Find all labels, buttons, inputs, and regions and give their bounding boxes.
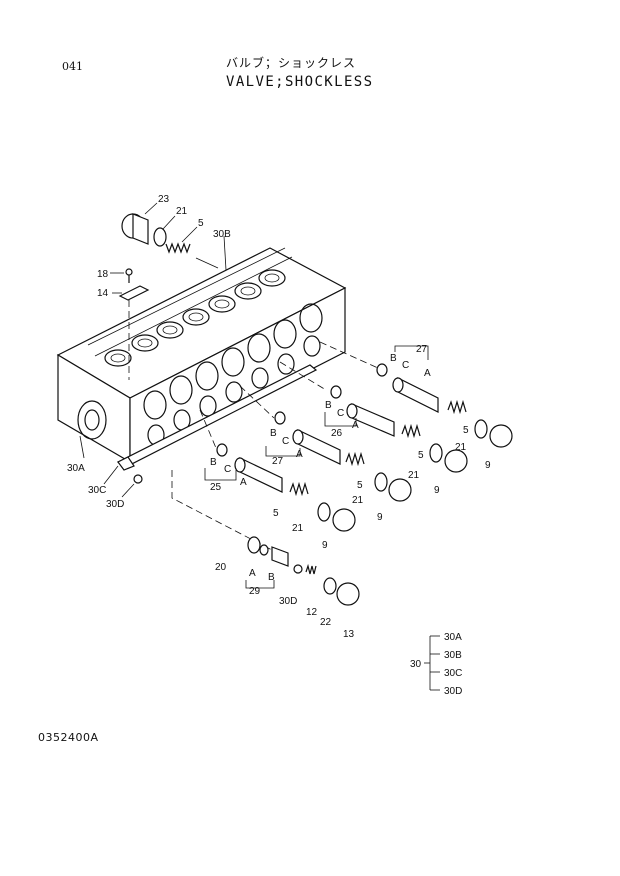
callout-25-c: C [224, 464, 231, 475]
callout-30d: 30D [106, 499, 124, 510]
legend-child-30d: 30D [444, 686, 462, 697]
callout-18: 18 [97, 269, 109, 280]
legend-child-30a: 30A [444, 632, 462, 643]
legend-parent: 30 [410, 659, 422, 670]
callout-27-top: 27 [416, 344, 428, 355]
legend-child-30c: 30C [444, 668, 462, 679]
callout-30a: 30A [67, 463, 85, 474]
callout-21-row4: 21 [292, 523, 304, 534]
callout-21-row3: 21 [352, 495, 364, 506]
top-plug-assembly [121, 213, 191, 254]
callout-5-row2: 5 [418, 450, 424, 461]
callout-27-lower-a: A [296, 449, 303, 460]
callout-14: 14 [97, 288, 109, 299]
callout-27-top-c: C [402, 360, 409, 371]
callout-9-row4: 9 [322, 540, 328, 551]
callout-25-a: A [240, 477, 247, 488]
drawing-number: 0352400A [38, 731, 99, 744]
spool-assemblies [199, 341, 513, 532]
leader-lines [79, 202, 429, 589]
callout-20: 20 [215, 562, 227, 573]
callout-21-row2: 21 [408, 470, 420, 481]
title-english: VALVE;SHOCKLESS [226, 74, 374, 90]
callout-9-row3: 9 [377, 512, 383, 523]
callout-23: 23 [158, 194, 170, 205]
callout-13: 13 [343, 629, 355, 640]
legend-child-30b: 30B [444, 650, 462, 661]
callout-26: 26 [331, 428, 343, 439]
callout-29-a: A [249, 568, 256, 579]
callout-27-lower-c: C [282, 436, 289, 447]
callout-9-row2: 9 [434, 485, 440, 496]
callout-30d-lower: 30D [279, 596, 297, 607]
callout-5: 5 [198, 218, 204, 229]
callout-29: 29 [249, 586, 261, 597]
callout-25: 25 [210, 482, 222, 493]
callout-27-top-b: B [390, 353, 397, 364]
callout-5-row1: 5 [463, 425, 469, 436]
valve-housing [56, 247, 347, 469]
callout-26-c: C [337, 408, 344, 419]
callout-5-row3: 5 [357, 480, 363, 491]
callout-21-row1: 21 [455, 442, 467, 453]
callout-12: 12 [306, 607, 318, 618]
callout-30b: 30B [213, 229, 231, 240]
callout-26-a: A [352, 420, 359, 431]
callout-5-row4: 5 [273, 508, 279, 519]
callout-labels: 23 21 5 30B 18 14 27 B C A 26 B C A 27 B… [67, 194, 491, 697]
callout-25-b: B [210, 457, 217, 468]
title-japanese: バルブ；ショックレス [226, 56, 357, 70]
callout-26-b: B [325, 400, 332, 411]
callout-9-row1: 9 [485, 460, 491, 471]
legend-bracket [424, 635, 440, 691]
relief-assembly [171, 470, 360, 606]
callout-27-lower-b: B [270, 428, 277, 439]
page-number: 041 [62, 60, 83, 73]
callout-29-b: B [268, 572, 275, 583]
callout-22: 22 [320, 617, 332, 628]
callout-30c: 30C [88, 485, 106, 496]
callout-27-top-a: A [424, 368, 431, 379]
callout-21: 21 [176, 206, 188, 217]
callout-27-lower: 27 [272, 456, 284, 467]
